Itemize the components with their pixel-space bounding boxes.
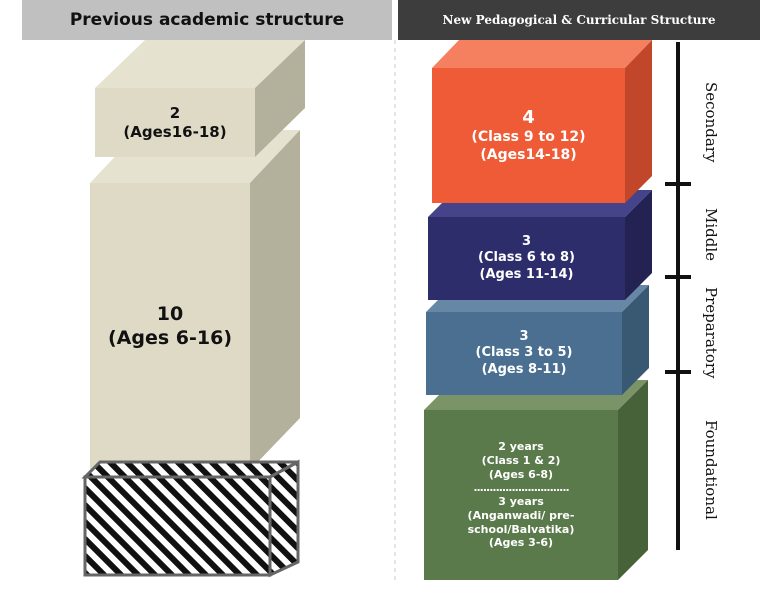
stage-ages: (Ages 8-11) xyxy=(481,361,567,377)
block-ages: (Ages16-18) xyxy=(123,122,227,141)
previous-structure-header: Previous academic structure xyxy=(22,0,392,40)
stage-years: 2 years xyxy=(498,440,544,453)
stage-name-secondary: Secondary xyxy=(702,82,720,163)
stage-ages: (Ages14-18) xyxy=(480,146,577,163)
stage-years: 3 years xyxy=(498,495,544,508)
stage-years: 4 xyxy=(522,106,535,128)
foundational-label: 2 years (Class 1 & 2) (Ages 6-8) .......… xyxy=(440,410,602,580)
stage-years: 3 xyxy=(521,234,532,250)
stage-ages: (Ages 3-6) xyxy=(488,536,554,550)
stage-ages: (Ages 6-8) xyxy=(488,467,554,481)
stage-classes: (Class 6 to 8) xyxy=(478,250,575,266)
stage-ages: (Ages 11-14) xyxy=(479,266,574,282)
stage-name-middle: Middle xyxy=(702,208,720,262)
hatched-block xyxy=(81,459,300,578)
stage-classes: (Class 9 to 12) xyxy=(471,129,586,146)
block-2-label: 2 (Ages16-18) xyxy=(95,88,255,157)
block-years: 2 xyxy=(169,103,181,122)
stage-timeline xyxy=(665,42,691,550)
stage-classes: (Anganwadi/ pre-school/Balvatika) xyxy=(467,508,575,536)
block-10-label: 10 (Ages 6-16) xyxy=(90,183,250,470)
stage-name-foundational: Foundational xyxy=(702,420,720,520)
stage-name-preparatory: Preparatory xyxy=(702,287,720,379)
secondary-label: 4 (Class 9 to 12) (Ages14-18) xyxy=(432,68,625,203)
block-middle xyxy=(428,190,652,300)
new-structure-header: New Pedagogical & Curricular Structure xyxy=(398,0,760,40)
preparatory-label: 3 (Class 3 to 5) (Ages 8-11) xyxy=(426,312,622,395)
separator: .............................. xyxy=(473,481,569,495)
stage-years: 3 xyxy=(519,329,529,345)
block-2-years xyxy=(95,40,305,157)
stage-classes: (Class 1 & 2) xyxy=(481,453,561,467)
block-years: 10 xyxy=(156,302,184,325)
stage-classes: (Class 3 to 5) xyxy=(475,345,573,361)
block-ages: (Ages 6-16) xyxy=(107,326,233,349)
middle-label: 3 (Class 6 to 8) (Ages 11-14) xyxy=(428,217,625,300)
block-secondary xyxy=(432,40,652,203)
